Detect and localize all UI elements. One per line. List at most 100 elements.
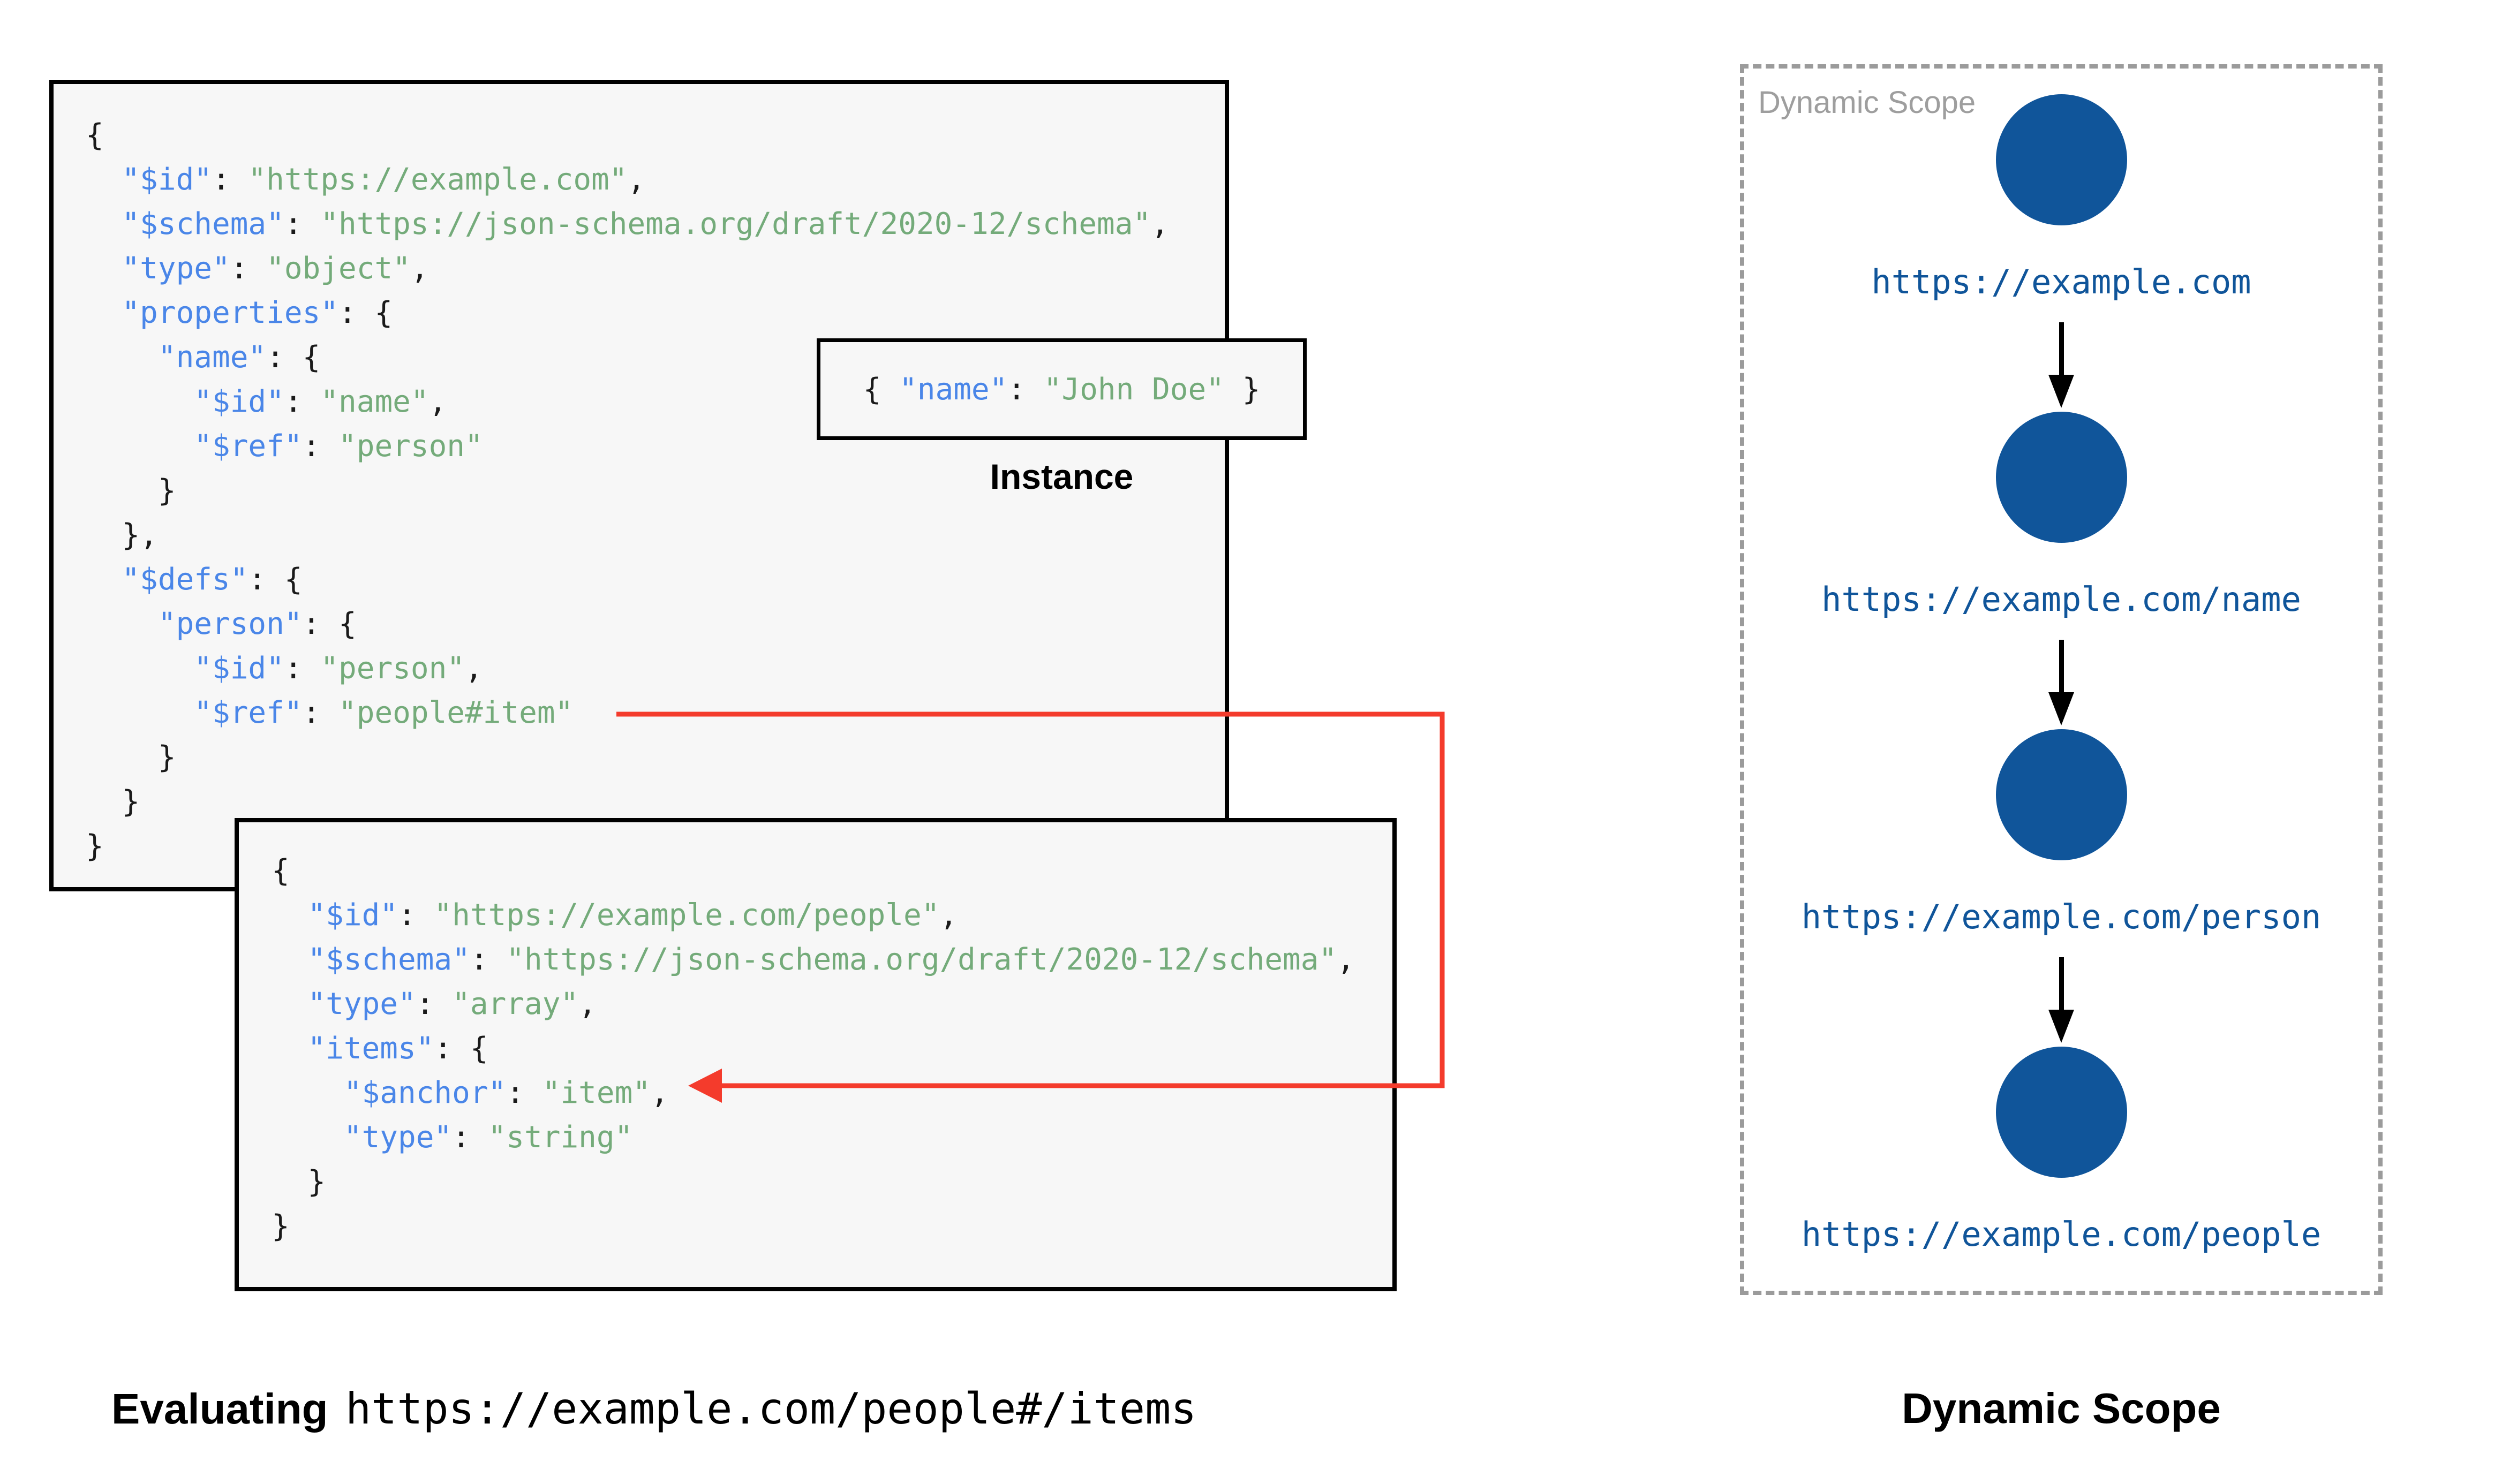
code-segment: : <box>416 987 453 1021</box>
code-segment: , <box>627 162 646 197</box>
code-segment: }, <box>86 518 158 552</box>
code-line: "$defs": { <box>86 557 1169 602</box>
code-line: "person": { <box>86 602 1169 646</box>
down-arrow-icon <box>2048 640 2074 725</box>
code-segment: "properties" <box>86 296 339 330</box>
code-segment: { <box>272 853 290 888</box>
code-line: "$ref": "people#item" <box>86 691 1169 735</box>
scope-node-url: https://example.com <box>1871 262 2251 301</box>
instance-json: { "name": "John Doe" } <box>863 372 1261 407</box>
code-segment: } <box>272 1164 326 1199</box>
scope-node-circle-icon <box>1995 729 2127 860</box>
code-line: "items": { <box>272 1026 1355 1071</box>
code-segment: : { <box>248 562 303 597</box>
code-segment: "string" <box>488 1120 633 1155</box>
code-line: "name": { <box>86 335 1169 380</box>
code-line: "$id": "name", <box>86 380 1169 424</box>
code-segment: : { <box>338 296 393 330</box>
code-segment: "$id" <box>86 384 284 419</box>
code-segment: : <box>212 162 248 197</box>
code-segment: : <box>284 651 321 686</box>
code-segment: "type" <box>272 987 416 1021</box>
code-segment: , <box>465 651 483 686</box>
code-segment: "https://json-schema.org/draft/2020-12/s… <box>320 207 1151 241</box>
down-arrow-stem <box>2059 640 2064 692</box>
evaluating-caption-prefix: Evaluating <box>111 1385 328 1433</box>
code-segment: "person" <box>338 429 483 464</box>
code-segment: "$schema" <box>86 207 284 241</box>
code-segment: , <box>410 251 429 286</box>
code-segment: , <box>1151 207 1169 241</box>
code-segment: "people#item" <box>338 695 574 730</box>
code-line: } <box>86 779 1169 824</box>
code-segment: "$id" <box>86 162 213 197</box>
code-line: "type": "string" <box>272 1115 1355 1160</box>
code-segment: : <box>302 429 339 464</box>
code-segment: "type" <box>272 1120 453 1155</box>
code-segment: : <box>284 384 321 419</box>
code-segment: "array" <box>452 987 579 1021</box>
scope-node: https://example.com <box>1744 94 2378 408</box>
code-line: { <box>86 113 1169 157</box>
code-line: "type": "array", <box>272 982 1355 1026</box>
scope-node-url: https://example.com/name <box>1821 580 2301 619</box>
code-segment: : { <box>266 340 321 375</box>
code-segment: "name" <box>320 384 429 419</box>
code-segment: : <box>1007 372 1044 407</box>
code-segment: "$id" <box>86 651 284 686</box>
code-line: }, <box>86 513 1169 557</box>
code-segment: "https://json-schema.org/draft/2020-12/s… <box>506 942 1337 977</box>
scope-node: https://example.com/people <box>1744 1047 2378 1254</box>
code-line: "$ref": "person" <box>86 424 1169 468</box>
dynamic-scope-panel-title: Dynamic Scope <box>1758 85 1976 120</box>
code-segment: } <box>86 740 176 775</box>
code-line: "$schema": "https://json-schema.org/draf… <box>272 937 1355 982</box>
code-segment: } <box>272 1209 290 1244</box>
code-line: "properties": { <box>86 291 1169 335</box>
code-segment: { <box>86 118 104 153</box>
code-segment: , <box>651 1076 669 1110</box>
scope-node-circle-icon <box>1995 94 2127 225</box>
instance-box: { "name": "John Doe" } <box>817 338 1307 440</box>
scope-node-url: https://example.com/person <box>1801 897 2322 936</box>
code-segment: } <box>86 829 104 864</box>
code-segment: : <box>302 695 339 730</box>
down-arrow-head <box>2048 1010 2074 1043</box>
code-segment: : <box>398 898 434 933</box>
code-segment: "https://example.com/people" <box>434 898 940 933</box>
code-segment: , <box>939 898 958 933</box>
evaluating-caption: Evaluating https://example.com/people#/i… <box>111 1384 1196 1434</box>
code-segment: , <box>428 384 447 419</box>
code-segment: { <box>863 372 900 407</box>
down-arrow-icon <box>2048 322 2074 408</box>
code-segment: : <box>452 1120 488 1155</box>
evaluating-caption-uri: https://example.com/people#/items <box>345 1384 1197 1434</box>
code-segment: : <box>284 207 321 241</box>
schema-box-root: { "$id": "https://example.com", "$schema… <box>49 80 1229 891</box>
code-line: "$id": "https://example.com/people", <box>272 893 1355 937</box>
scope-node: https://example.com/person <box>1744 729 2378 1043</box>
code-segment: "name" <box>86 340 267 375</box>
scope-node: https://example.com/name <box>1744 412 2378 725</box>
down-arrow-stem <box>2059 322 2064 375</box>
code-segment: : { <box>434 1031 488 1066</box>
down-arrow-stem <box>2059 957 2064 1010</box>
red-reference-arrow <box>616 711 1445 1103</box>
dynamic-scope-caption: Dynamic Scope <box>1902 1384 2221 1432</box>
code-line: "type": "object", <box>86 246 1169 291</box>
code-segment: "person" <box>86 607 303 641</box>
code-segment: "person" <box>320 651 465 686</box>
code-line: } <box>86 735 1169 779</box>
scope-node-circle-icon <box>1995 1047 2127 1178</box>
code-segment: "type" <box>86 251 230 286</box>
instance-label: Instance <box>990 457 1134 496</box>
down-arrow-head <box>2048 375 2074 408</box>
code-line: { <box>272 849 1355 893</box>
code-line: "$id": "person", <box>86 646 1169 691</box>
code-line: "$anchor": "item", <box>272 1071 1355 1115</box>
code-segment: "$schema" <box>272 942 470 977</box>
code-segment: "$ref" <box>86 429 303 464</box>
dynamic-scope-panel: Dynamic Scope https://example.com https:/… <box>1740 64 2383 1295</box>
schema-root-code: { "$id": "https://example.com", "$schema… <box>86 113 1169 868</box>
code-segment: , <box>578 987 597 1021</box>
